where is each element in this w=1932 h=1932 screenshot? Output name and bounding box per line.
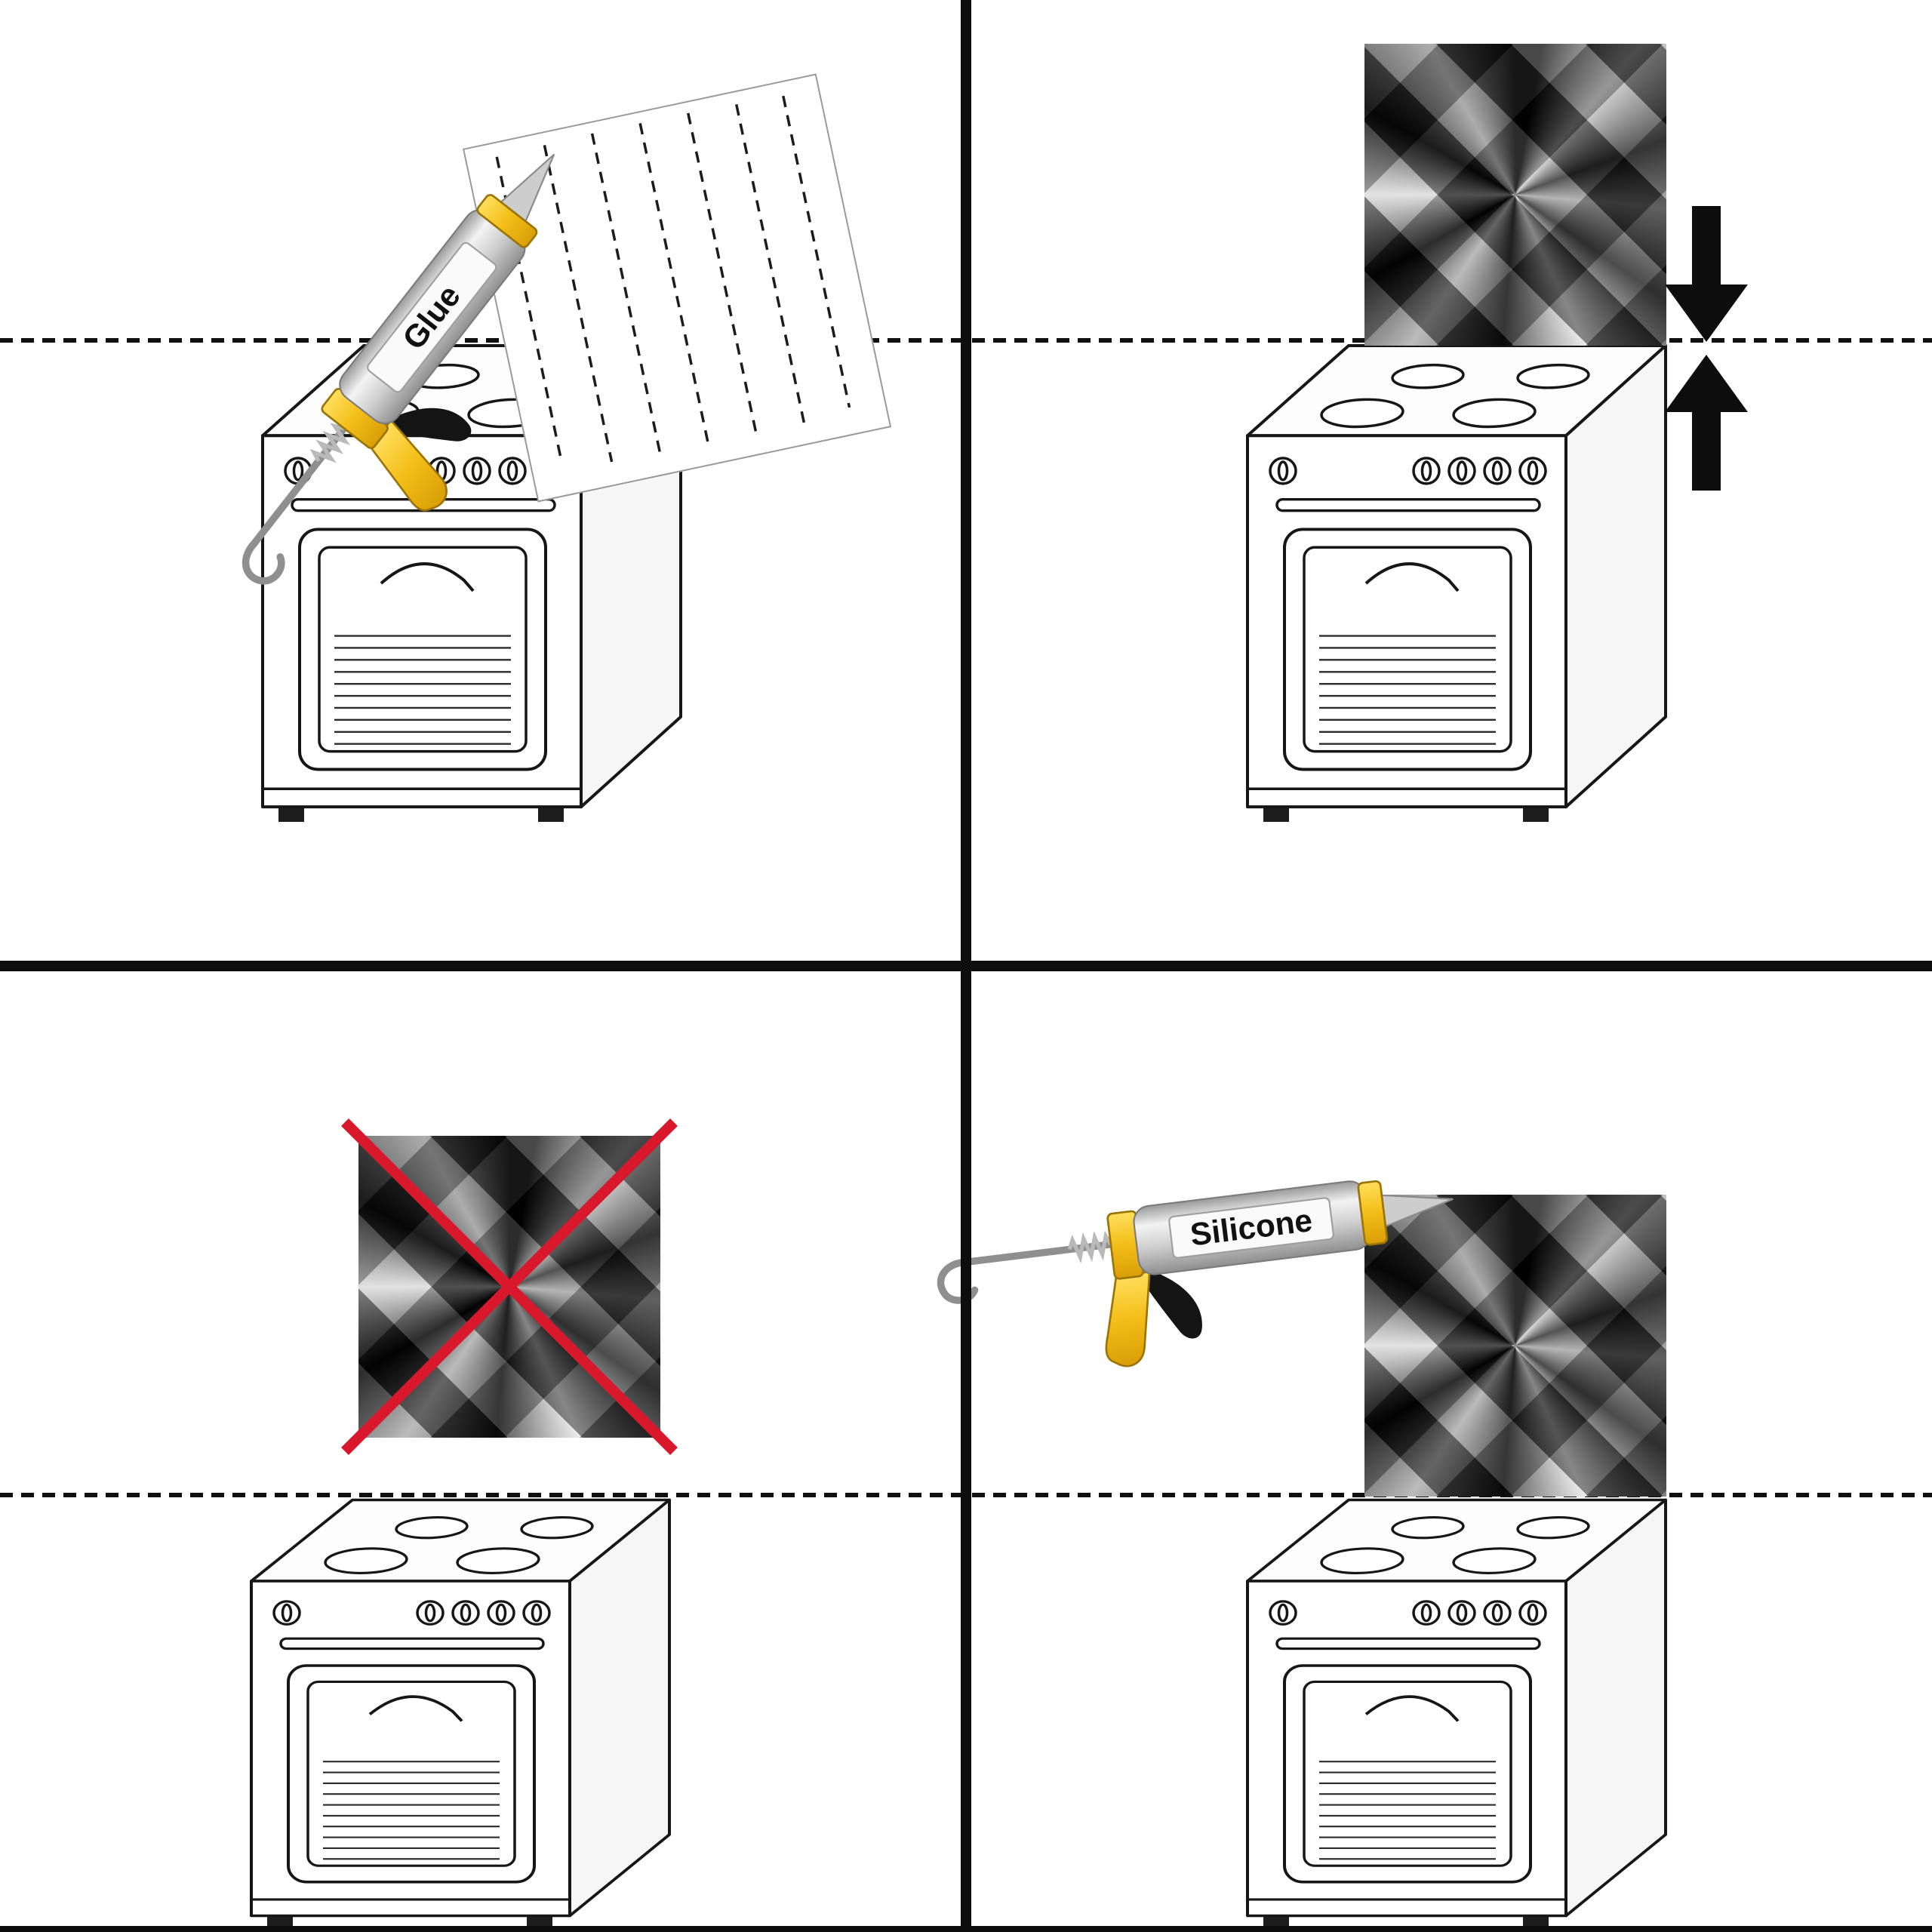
- red-x-icon: [341, 1118, 678, 1455]
- gun-label-plate: [1168, 1197, 1334, 1259]
- gun-front-cap: [1357, 1180, 1389, 1246]
- gun-rod-hook-icon: [242, 420, 352, 585]
- horizontal-divider: [0, 961, 1932, 971]
- metal-backsplash-panel: [1364, 44, 1666, 346]
- gun-handle-icon: [1105, 1270, 1151, 1367]
- gun-spring-icon: [1067, 1230, 1113, 1264]
- stove-illustration: [250, 1498, 671, 1931]
- arrow-down-icon: [1665, 206, 1748, 342]
- gun-trigger-icon: [1139, 1270, 1202, 1339]
- gun-front-cap: [476, 194, 538, 248]
- caulk-gun-glue: Glue: [170, 95, 681, 661]
- arrow-up-icon: [1665, 355, 1748, 491]
- gun-handle-icon: [368, 418, 448, 512]
- stove-illustration: [1246, 1498, 1667, 1931]
- caulk-gun-silicone: Silicone: [921, 1122, 1487, 1411]
- metal-backsplash-panel-mounted: [1364, 1195, 1666, 1497]
- glue-bead-lines: [495, 95, 851, 463]
- back-panel-with-glue-lines: [463, 73, 892, 503]
- stove-illustration: [1246, 343, 1667, 824]
- gun-nozzle-icon: [1379, 1194, 1454, 1229]
- gun-spring-icon: [309, 423, 351, 463]
- metal-backsplash-panel-crossed: [341, 1118, 678, 1455]
- gun-label-plate: [367, 242, 497, 393]
- gun-trigger-icon: [386, 408, 472, 441]
